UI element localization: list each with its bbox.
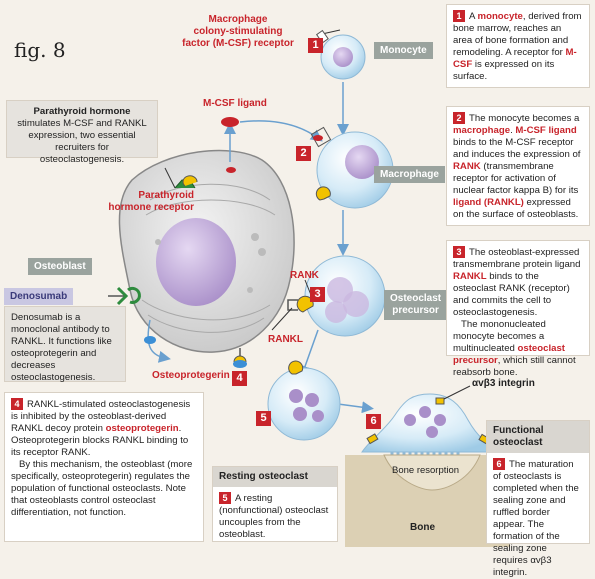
monocyte-cell [317, 31, 365, 79]
denosumab-info-box: Denosumab is a monoclonal antibody to RA… [4, 306, 126, 382]
pth-box-text: stimulates M-CSF and RANKL expression, t… [17, 118, 147, 165]
integrin-label: αvβ3 integrin [472, 378, 535, 390]
denosumab-box-text: Denosumab is a monoclonal antibody to RA… [11, 312, 112, 383]
marker-5: 5 [256, 411, 271, 426]
osteoblast-nucleus [156, 218, 236, 306]
osteoprotegerin-block [233, 348, 247, 368]
arrow-ligand-to-receptor [240, 121, 318, 138]
arrow-resting-to-functional [338, 404, 368, 408]
pth-receptor-label: Parathyroid hormone receptor [100, 190, 194, 214]
bone-resorption-label: Bone resorption [392, 465, 459, 477]
osteoblast-cell [119, 150, 294, 352]
tag-denosumab: Denosumab [4, 288, 73, 305]
osteoprotegerin-label: Osteoprotegerin [152, 370, 230, 382]
rankl-label: RANKL [268, 334, 303, 346]
marker-2: 2 [296, 146, 311, 161]
resting-osteoclast-title: Resting osteoclast [213, 467, 337, 487]
marker-3: 3 [310, 287, 325, 302]
mcsf-ligand-label: M-CSF ligand [203, 98, 267, 110]
mcsf-ligand-shape [221, 117, 239, 127]
tag-macrophage: Macrophage [374, 166, 445, 183]
mcsf-receptor-label: Macrophage colony-stimulating factor (M-… [178, 14, 298, 50]
bone-label: Bone [410, 522, 435, 534]
tag-osteoblast: Osteoblast [28, 258, 92, 275]
rank-label: RANK [290, 270, 319, 282]
osteoprotegerin-shape [144, 336, 156, 344]
functional-osteoclast-title: Functional osteoclast [487, 421, 589, 453]
tag-osteoclast-precursor: Osteoclast precursor [384, 290, 447, 320]
marker-1: 1 [308, 38, 323, 53]
pth-info-box: Parathyroid hormone stimulates M-CSF and… [6, 100, 158, 158]
marker-6: 6 [366, 414, 381, 429]
tag-monocyte: Monocyte [374, 42, 433, 59]
marker-4: 4 [232, 371, 247, 386]
arrow-precursor-to-resting [303, 330, 318, 372]
pth-box-title: Parathyroid hormone [33, 106, 130, 117]
functional-osteoclast-cell [362, 386, 500, 462]
resting-osteoclast-cell [268, 361, 340, 440]
